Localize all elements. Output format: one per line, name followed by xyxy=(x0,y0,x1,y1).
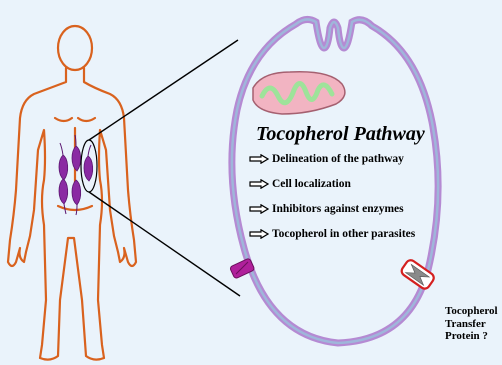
list-item: Delineation of the pathway xyxy=(249,151,404,167)
transfer-protein-line: Protein ? xyxy=(445,330,502,343)
mitochondrion xyxy=(253,72,345,114)
zoom-line-upper xyxy=(89,40,238,140)
transfer-protein-label: Tocopherol Transfer Protein ? xyxy=(445,305,502,343)
list-item-label: Tocopherol in other parasites xyxy=(272,228,415,240)
zoom-line-lower xyxy=(89,192,240,296)
parasite-icon xyxy=(72,135,81,171)
transfer-protein-line: Transfer xyxy=(445,318,502,331)
transfer-protein-line: Tocopherol xyxy=(445,305,502,318)
outline-arrow-icon xyxy=(249,204,269,214)
pathway-title: Tocopherol Pathway xyxy=(256,123,425,146)
list-item-label: Cell localization xyxy=(272,178,351,190)
list-item: Cell localization xyxy=(249,176,351,192)
parasite-icon xyxy=(84,145,93,181)
list-item-label: Inhibitors against enzymes xyxy=(272,203,404,215)
outline-arrow-icon xyxy=(249,179,269,189)
outline-arrow-icon xyxy=(249,229,269,239)
list-item: Inhibitors against enzymes xyxy=(249,201,404,217)
list-item-label: Delineation of the pathway xyxy=(272,153,404,165)
outline-arrow-icon xyxy=(249,154,269,164)
list-item: Tocopherol in other parasites xyxy=(249,226,415,242)
parasite-icon xyxy=(59,143,68,180)
